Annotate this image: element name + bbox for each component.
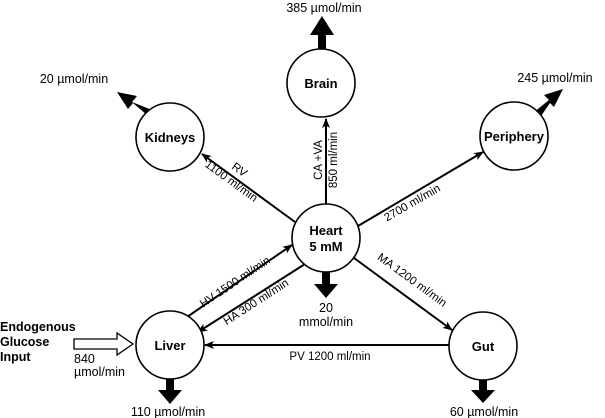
kidneys-uptake-arrow: [117, 92, 152, 115]
heart-uptake-value: 20: [319, 301, 333, 315]
input-value: 840: [74, 352, 95, 366]
periphery-label: Periphery: [484, 129, 545, 144]
periphery-rate-label: 2700 ml/min: [382, 183, 442, 225]
input-title-line3: Input: [0, 350, 31, 364]
rv-flow-arrow: [201, 153, 296, 223]
brain-uptake-label: 385 µmol/min: [286, 1, 361, 15]
input-title-line1: Endogenous: [0, 320, 76, 334]
input-unit: µmol/min: [74, 365, 125, 379]
gut-uptake-label: 60 µmol/min: [450, 405, 518, 418]
brain-label: Brain: [304, 76, 337, 91]
periphery-uptake-arrow: [533, 89, 563, 119]
kidneys-label: Kidneys: [145, 130, 196, 145]
periphery-node: Periphery: [479, 101, 549, 171]
ca-va-label: CA +VA: [313, 140, 325, 180]
ha-flow-arrow: [197, 263, 306, 333]
heart-uptake-unit: mmol/min: [299, 315, 353, 329]
kidneys-uptake-label: 20 µmol/min: [40, 72, 108, 86]
liver-uptake-arrow: [158, 378, 182, 404]
brain-uptake-arrow: [310, 16, 334, 50]
heart-concentration-label: 5 mM: [309, 239, 342, 254]
gut-label: Gut: [472, 339, 495, 354]
gut-node: Gut: [448, 311, 518, 381]
gut-uptake-arrow: [471, 379, 495, 403]
pv-label: PV 1200 ml/min: [289, 351, 370, 363]
hv-flow-arrow: [186, 244, 293, 318]
glucose-input-arrow: [73, 331, 135, 357]
kidneys-node: Kidneys: [135, 102, 205, 172]
periphery-uptake-label: 245 µmol/min: [517, 71, 592, 85]
heart-uptake-arrow: [314, 271, 338, 298]
liver-uptake-label: 110 µmol/min: [131, 405, 205, 418]
ca-va-rate-label: 850 ml/min: [328, 132, 340, 188]
liver-label: Liver: [154, 338, 185, 353]
periphery-flow-arrow: [357, 151, 484, 227]
heart-node: Heart 5 mM: [291, 203, 361, 273]
brain-node: Brain: [286, 48, 356, 118]
rv-rate-label: 1100 ml/min: [202, 159, 259, 205]
input-title-line2: Glucose: [0, 335, 49, 349]
ma-flow-arrow: [353, 257, 453, 331]
liver-node: Liver: [135, 310, 205, 380]
heart-label: Heart: [309, 223, 343, 238]
